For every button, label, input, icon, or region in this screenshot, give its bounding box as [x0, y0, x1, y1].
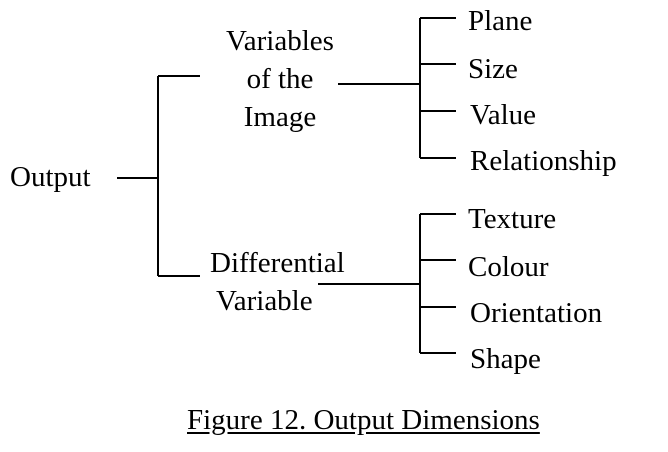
root-label: Output [10, 161, 91, 193]
group-label-variables-of-the-image: Variables of the Image [205, 22, 355, 136]
leaf-size: Size [468, 53, 518, 85]
figure-caption: Figure 12. Output Dimensions [187, 404, 540, 436]
leaf-texture: Texture [468, 203, 557, 235]
group2-label-line-2: Variable [216, 285, 313, 317]
leaf-value: Value [470, 99, 537, 131]
group1-label-line-3: Image [243, 101, 317, 133]
group1-label-line-2: of the [246, 63, 314, 95]
leaf-colour: Colour [468, 251, 549, 283]
group2-label-line-1: Differential [210, 247, 345, 279]
leaf-relationship: Relationship [470, 145, 617, 177]
group1-label-line-1: Variables [226, 25, 334, 57]
group-label-differential-variable: Differential Variable [210, 244, 380, 320]
leaf-shape: Shape [470, 343, 541, 375]
leaf-plane: Plane [468, 5, 533, 37]
leaf-orientation: Orientation [470, 297, 603, 329]
